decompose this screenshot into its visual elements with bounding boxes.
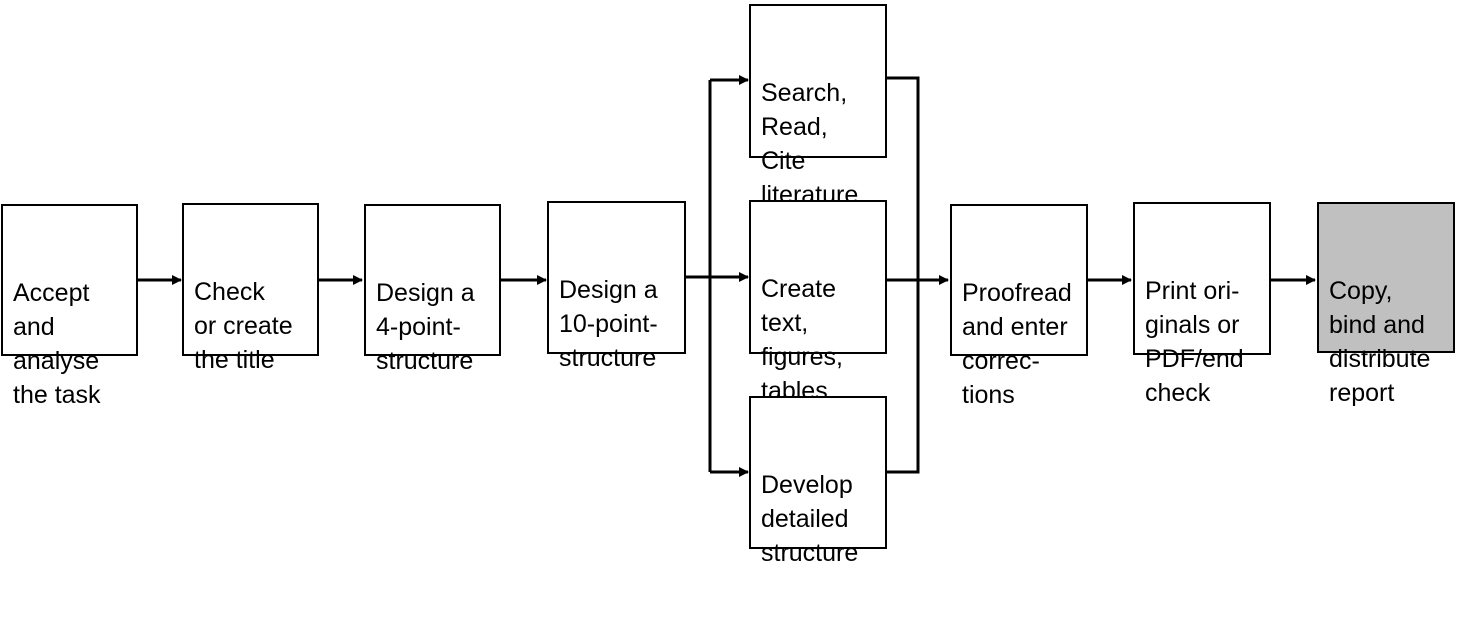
- step-accept-task: Accept and analyse the task: [1, 204, 138, 409]
- step-distribute-report-label: Copy, bind and distribute report: [1329, 277, 1431, 407]
- step-search-literature: Search, Read, Cite literature: [749, 4, 887, 209]
- merge-line-from-detailed-structure: [886, 280, 920, 474]
- step-detailed-structure: Develop detailed structure: [749, 396, 887, 567]
- step-distribute-report: Copy, bind and distribute report: [1317, 202, 1455, 407]
- merge-line-from-literature: [886, 76, 920, 280]
- step-ten-point-structure-label: Design a 10-point- structure: [559, 276, 658, 372]
- step-check-title-label: Check or create the title: [194, 278, 293, 374]
- step-ten-point-structure: Design a 10-point- structure: [547, 201, 686, 372]
- step-proofread-label: Proofread and enter correc- tions: [962, 279, 1072, 409]
- flow-diagram: Accept and analyse the task Check or cre…: [1, 4, 1455, 567]
- step-print-originals-label: Print ori- ginals or PDF/end check: [1145, 277, 1244, 407]
- step-four-point-structure: Design a 4-point- structure: [364, 204, 501, 375]
- connector-lines: [137, 75, 1316, 477]
- step-print-originals: Print ori- ginals or PDF/end check: [1133, 202, 1271, 407]
- step-check-title: Check or create the title: [182, 203, 319, 374]
- step-proofread: Proofread and enter correc- tions: [950, 204, 1088, 409]
- step-create-text: Create text, figures, tables: [749, 200, 887, 405]
- step-four-point-structure-label: Design a 4-point- structure: [376, 279, 475, 375]
- step-search-literature-label: Search, Read, Cite literature: [761, 79, 859, 209]
- step-create-text-label: Create text, figures, tables: [761, 275, 843, 405]
- step-detailed-structure-label: Develop detailed structure: [761, 471, 859, 567]
- step-accept-task-label: Accept and analyse the task: [13, 279, 101, 409]
